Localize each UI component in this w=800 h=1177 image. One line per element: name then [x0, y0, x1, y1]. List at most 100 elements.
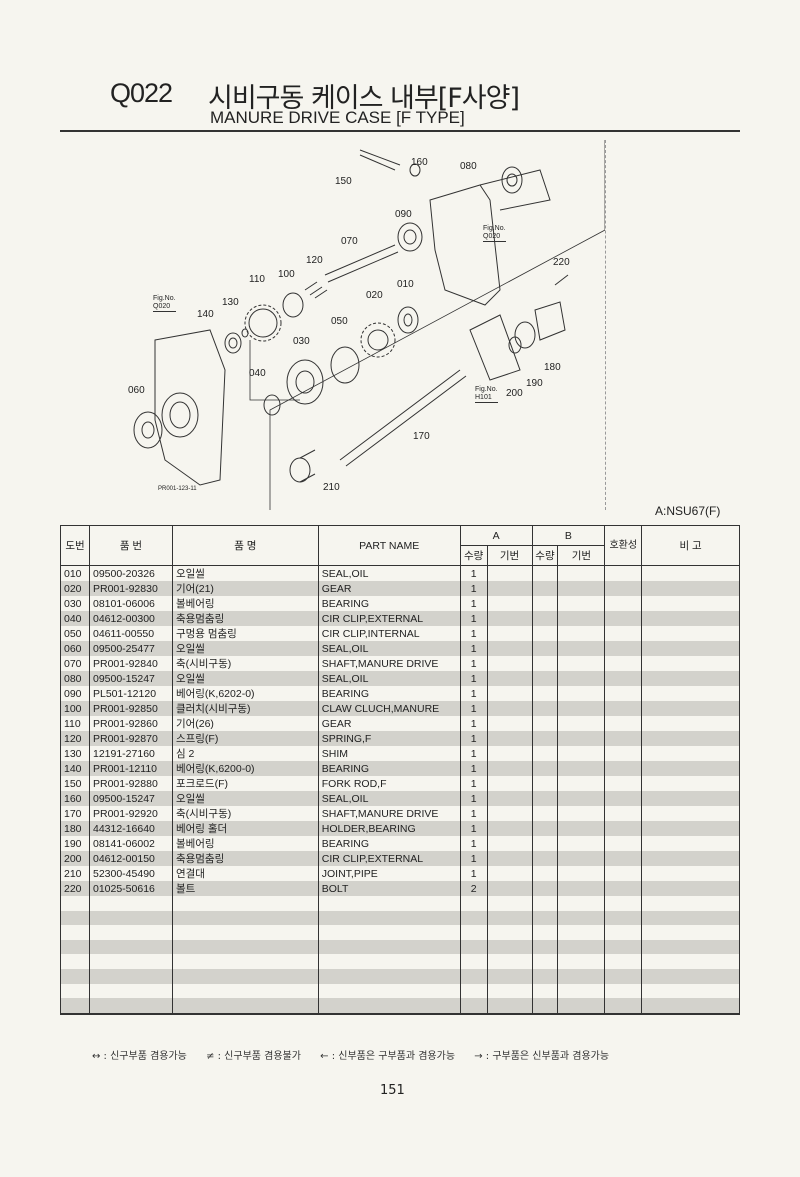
cell-a-qty: 1 — [459, 701, 488, 716]
cell-b-model — [557, 611, 606, 626]
cell-b-model — [557, 656, 606, 671]
cell-remarks — [641, 983, 740, 999]
fig-number: Q020 — [153, 303, 171, 310]
header-a-model: 기번 — [486, 545, 533, 566]
cell-b-model — [557, 806, 606, 821]
cell-name-ko: 오일씰 — [171, 671, 319, 686]
cell-name-ko: 클러치(시비구동) — [171, 701, 319, 716]
cell-a-qty: 1 — [459, 791, 488, 806]
cell-no: 010 — [60, 565, 90, 581]
cell-remarks — [641, 925, 740, 940]
cell-b-model — [557, 686, 606, 701]
header-name-ko: 품 명 — [171, 525, 319, 566]
callout-200: 200 — [506, 388, 523, 399]
cell-b-model — [557, 881, 606, 896]
header-part-name: PART NAME — [317, 525, 461, 566]
cell-no: 070 — [60, 656, 90, 671]
cell-no: 090 — [60, 686, 90, 701]
cell-part-no: 04611-00550 — [88, 626, 173, 641]
cell-b-qty — [531, 581, 559, 596]
cell-b-model — [557, 565, 606, 581]
cell-compat — [604, 671, 643, 686]
cell-b-model — [557, 866, 606, 881]
cell-part-name: SEAL,OIL — [317, 671, 461, 686]
cell-b-model — [557, 968, 606, 984]
cell-part-name: CIR CLIP,EXTERNAL — [317, 851, 461, 866]
header-no: 도번 — [60, 525, 90, 566]
cell-remarks — [641, 776, 740, 791]
cell-a-qty — [459, 954, 488, 969]
figure-code: Q022 — [110, 78, 173, 108]
cell-a-qty: 2 — [459, 881, 488, 896]
cell-part-name: SPRING,F — [317, 731, 461, 746]
cell-part-no: 52300-45490 — [88, 866, 173, 881]
fig-number: Q020 — [483, 233, 501, 240]
cell-name-ko: 오일씰 — [171, 641, 319, 656]
cell-remarks — [641, 939, 740, 955]
legend-item: ↔ : 신구부품 겸용가능 — [92, 1051, 187, 1062]
cell-name-ko: 오일씰 — [171, 565, 319, 581]
callout-220: 220 — [553, 257, 570, 268]
cell-compat — [604, 866, 643, 881]
cell-compat — [604, 998, 643, 1015]
cell-part-name — [317, 925, 461, 940]
callout-170: 170 — [413, 431, 430, 442]
cell-compat — [604, 626, 643, 641]
cell-b-model — [557, 581, 606, 596]
cell-no: 220 — [60, 881, 90, 896]
cell-name-ko: 연결대 — [171, 866, 319, 881]
cell-compat — [604, 954, 643, 969]
fig-label: Fig.No. — [153, 295, 176, 302]
cell-compat — [604, 836, 643, 851]
cell-name-ko: 오일씰 — [171, 791, 319, 806]
cell-name-ko: 스프링(F) — [171, 731, 319, 746]
cell-part-name — [317, 968, 461, 984]
cell-name-ko: 축(시비구동) — [171, 656, 319, 671]
callout-010: 010 — [397, 279, 414, 290]
cell-compat — [604, 716, 643, 731]
cell-remarks — [641, 671, 740, 686]
cell-a-model — [486, 686, 533, 701]
cell-b-model — [557, 596, 606, 611]
cell-compat — [604, 821, 643, 836]
cell-remarks — [641, 731, 740, 746]
exploded-diagram: 160 080 150 090 Fig.No.Q020 070 120 220 … — [60, 140, 605, 510]
cell-a-model — [486, 983, 533, 999]
cell-part-name: CIR CLIP,INTERNAL — [317, 626, 461, 641]
cell-name-ko: 축(시비구동) — [171, 806, 319, 821]
cell-no: 190 — [60, 836, 90, 851]
fig-number: H101 — [475, 394, 492, 401]
cell-b-model — [557, 998, 606, 1015]
cell-a-qty: 1 — [459, 565, 488, 581]
cell-remarks — [641, 866, 740, 881]
cell-no: 050 — [60, 626, 90, 641]
cell-a-qty: 1 — [459, 596, 488, 611]
empty-row — [60, 939, 740, 955]
cell-compat — [604, 596, 643, 611]
cell-a-qty: 1 — [459, 836, 488, 851]
cell-remarks — [641, 716, 740, 731]
cell-a-model — [486, 641, 533, 656]
cell-name-ko — [171, 983, 319, 999]
cell-remarks — [641, 596, 740, 611]
cell-remarks — [641, 581, 740, 596]
cell-no: 110 — [60, 716, 90, 731]
callout-150: 150 — [335, 176, 352, 187]
cell-a-model — [486, 866, 533, 881]
compat-legend: ↔ : 신구부품 겸용가능 ≠ : 신구부품 겸용불가 ← : 신부품은 구부품… — [92, 1047, 625, 1062]
cell-part-no — [88, 954, 173, 969]
cell-b-qty — [531, 611, 559, 626]
cell-b-model — [557, 701, 606, 716]
legend-item: → : 구부품은 신부품과 겸용가능 — [474, 1051, 610, 1062]
cell-compat — [604, 939, 643, 955]
cell-name-ko: 축용멈춤링 — [171, 611, 319, 626]
cell-no — [60, 954, 90, 969]
